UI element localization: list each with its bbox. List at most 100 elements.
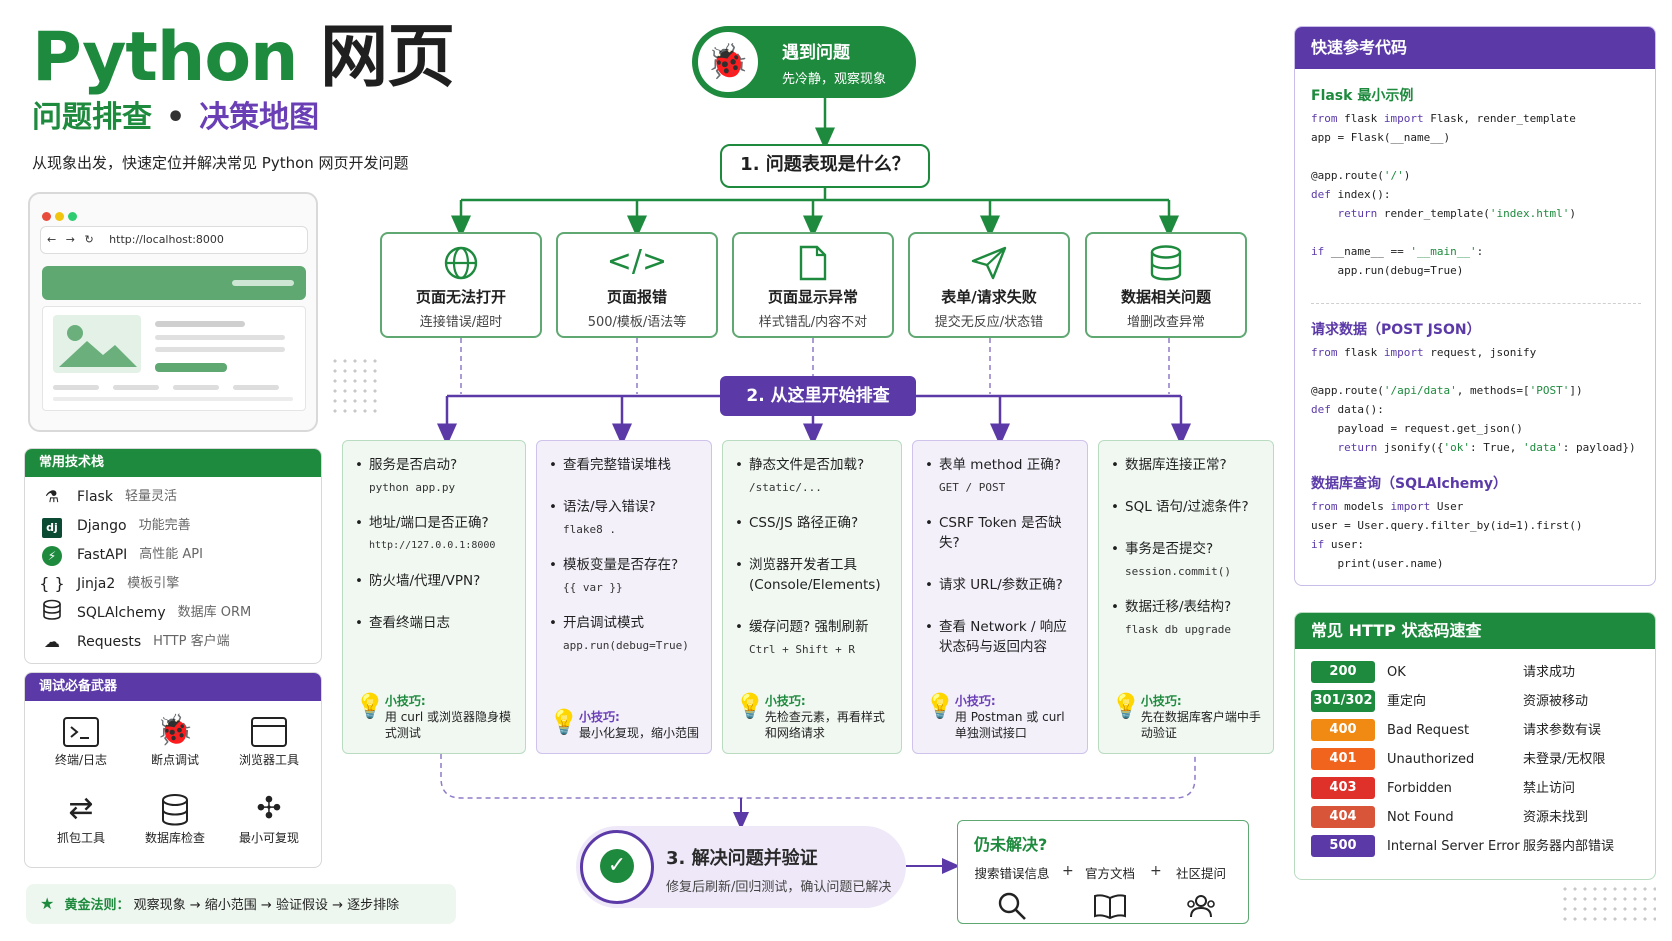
lightbulb-icon: 💡 — [1111, 692, 1141, 720]
page-description: 从现象出发，快速定位并解决常见 Python 网页开发问题 — [32, 154, 409, 172]
check-code: {{ var }} — [563, 581, 623, 594]
send-icon — [910, 242, 1068, 282]
start-node: 🐞 遇到问题 先冷静，观察现象 — [692, 26, 916, 98]
forward-arrow-icon: → — [65, 233, 75, 246]
code-snippet-sqlalchemy: from models import User user = User.quer… — [1311, 500, 1583, 570]
database-icon — [135, 789, 215, 829]
check-item: SQL 语句/过滤条件? — [1111, 497, 1261, 517]
tip-box: 💡 小技巧:最小化复现，缩小范围 — [549, 708, 703, 741]
category-desc: 样式错乱/内容不对 — [758, 315, 868, 330]
tool-label: 断点调试 — [150, 753, 199, 767]
file-icon — [734, 242, 892, 282]
title-python: Python — [32, 18, 298, 97]
tech-desc: 轻量灵活 — [124, 489, 177, 504]
check-item: CSS/JS 路径正确? — [735, 513, 889, 533]
check-item: 浏览器开发者工具 (Console/Elements) — [735, 555, 889, 595]
check-item: 查看终端日志 — [355, 613, 513, 633]
category-page-unreachable: 页面无法打开 连接错误/超时 — [380, 232, 542, 338]
flask-icon: ⚗ — [44, 487, 60, 506]
step-3-node: ✓ 3. 解决问题并验证 修复后刷新/回归测试，确认问题已解决 — [576, 826, 906, 908]
checklist-column-request: 表单 method 正确? GET / POST CSRF Token 是否缺失… — [912, 440, 1088, 754]
check-item: 缓存问题? 强制刷新 — [735, 617, 889, 637]
status-name: Unauthorized — [1387, 752, 1475, 767]
check-item: 模板变量是否存在? — [549, 555, 699, 575]
status-code-badge: 500 — [1311, 835, 1375, 857]
category-request-failure: 表单/请求失败 提交无反应/状态错 — [908, 232, 1070, 338]
check-item: 表单 method 正确? — [925, 455, 1075, 475]
check-item: 事务是否提交? — [1111, 539, 1261, 559]
tech-name: SQLAlchemy — [77, 605, 166, 621]
golden-rule-label: 黄金法则： — [64, 898, 130, 913]
status-code-badge: 200 — [1311, 661, 1375, 683]
start-title: 遇到问题 — [782, 43, 850, 63]
status-desc: 资源未找到 — [1523, 810, 1589, 825]
check-item: 查看 Network / 响应状态码与返回内容 — [925, 617, 1075, 657]
status-name: OK — [1387, 665, 1406, 680]
tip-text: 最小化复现，缩小范围 — [579, 726, 700, 740]
status-code-badge: 400 — [1311, 719, 1375, 741]
step-3-subtitle: 修复后刷新/回归测试，确认问题已解决 — [666, 880, 892, 895]
category-title: 数据相关问题 — [1120, 288, 1211, 306]
tech-item: dj Django 功能完善 — [39, 514, 191, 538]
tech-item: ⚡ FastAPI 高性能 API — [39, 543, 203, 567]
tip-label: 小技巧: — [1140, 694, 1182, 708]
reload-icon: ↻ — [84, 233, 94, 246]
status-desc: 资源被移动 — [1523, 694, 1589, 709]
tip-text: 先检查元素，再看样式和网络请求 — [764, 710, 885, 740]
status-code-badge: 401 — [1311, 748, 1375, 770]
check-code: session.commit() — [1125, 565, 1231, 578]
tip-box: 💡 小技巧:先检查元素，再看样式和网络请求 — [735, 692, 893, 741]
category-title: 表单/请求失败 — [941, 288, 1037, 306]
search-icon — [972, 888, 1052, 922]
tech-stack-card: 常用技术栈 ⚗ Flask 轻量灵活 dj Django 功能完善 ⚡ Fast… — [24, 448, 322, 664]
tech-name: Django — [77, 518, 127, 534]
tool-label: 最小可复现 — [238, 831, 299, 845]
step-2-label: 2. 从这里开始排查 — [720, 376, 916, 416]
terminal-icon — [41, 711, 121, 751]
tip-text: 用 curl 或浏览器隐身模式测试 — [384, 710, 511, 740]
address-bar: ← → ↻ http://localhost:8000 — [40, 226, 308, 254]
code-icon: </> — [606, 244, 668, 279]
http-status-title: 常见 HTTP 状态码速查 — [1295, 613, 1655, 649]
checklist-column-unreachable: 服务是否启动? python app.py 地址/端口是否正确? http://… — [342, 440, 526, 754]
tip-label: 小技巧: — [384, 694, 426, 708]
check-item: 开启调试模式 — [549, 613, 699, 633]
tech-item: ☁ Requests HTTP 客户端 — [39, 630, 230, 654]
http-status-card: 常见 HTTP 状态码速查 200 OK 请求成功 301/302 重定向 资源… — [1294, 612, 1656, 880]
status-row: 500 Internal Server Error 服务器内部错误 — [1311, 835, 1651, 859]
tip-box: 💡 小技巧:先在数据库客户端中手动验证 — [1111, 692, 1265, 741]
check-item: 请求 URL/参数正确? — [925, 575, 1075, 595]
status-desc: 服务器内部错误 — [1523, 839, 1615, 854]
status-row: 200 OK 请求成功 — [1311, 661, 1651, 685]
tech-item: { } Jinja2 模板引擎 — [39, 572, 179, 596]
checklist-column-display: 静态文件是否加载? /static/... CSS/JS 路径正确? 浏览器开发… — [722, 440, 902, 754]
dot-decoration — [330, 356, 380, 416]
category-desc: 增删改查异常 — [1126, 315, 1205, 330]
cloud-icon: ☁ — [44, 632, 60, 651]
url-text: http://localhost:8000 — [109, 233, 224, 246]
check-circle-icon: ✓ — [580, 830, 654, 904]
status-row: 400 Bad Request 请求参数有误 — [1311, 719, 1651, 743]
django-icon: dj — [39, 514, 65, 538]
jinja-icon: { } — [39, 574, 65, 593]
status-desc: 禁止访问 — [1523, 781, 1576, 796]
check-item: CSRF Token 是否缺失? — [925, 513, 1075, 553]
fastapi-icon: ⚡ — [39, 543, 65, 567]
category-data-issue: 数据相关问题 增删改查异常 — [1085, 232, 1247, 338]
debug-tools-card: 调试必备武器 终端/日志 🐞 断点调试 浏览器工具 ⇄ 抓包工具 数据库检查 ✣… — [24, 672, 322, 868]
unresolved-title: 仍未解决? — [974, 835, 1048, 854]
check-item: 语法/导入错误? — [549, 497, 699, 517]
tool-item: ✣ 最小可复现 — [229, 789, 309, 846]
tech-desc: 高性能 API — [139, 547, 203, 562]
code-section-title: Flask 最小示例 — [1311, 88, 1414, 104]
status-row: 401 Unauthorized 未登录/无权限 — [1311, 748, 1651, 772]
tip-label: 小技巧: — [764, 694, 806, 708]
tech-desc: HTTP 客户端 — [153, 634, 230, 649]
globe-icon — [382, 242, 540, 282]
database-icon — [1087, 242, 1245, 282]
check-item: 查看完整错误堆栈 — [549, 455, 699, 475]
tip-label: 小技巧: — [579, 710, 620, 724]
status-desc: 请求成功 — [1523, 665, 1576, 680]
status-row: 301/302 重定向 资源被移动 — [1311, 690, 1651, 714]
